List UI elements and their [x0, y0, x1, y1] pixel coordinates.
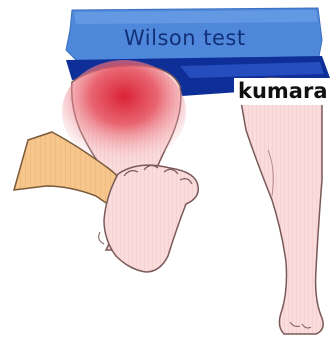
left-foot [99, 165, 199, 272]
right-leg [240, 78, 323, 334]
figure-title: Wilson test [124, 26, 246, 50]
author-label: kumara [234, 78, 332, 105]
